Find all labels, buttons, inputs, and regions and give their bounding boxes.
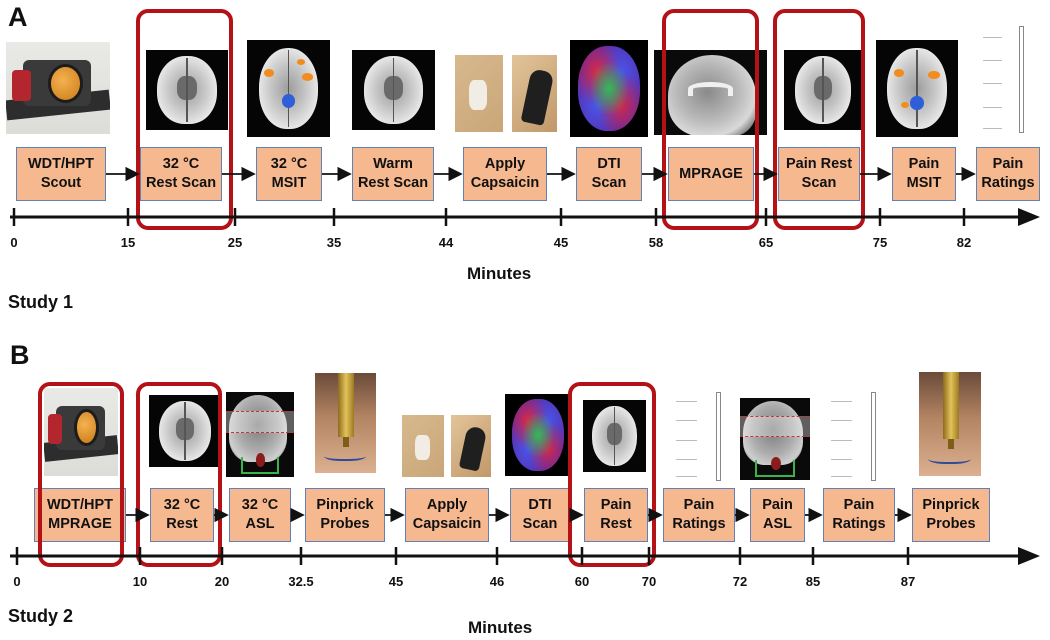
tick-label: 65 bbox=[758, 235, 774, 250]
axial-brain-image bbox=[149, 395, 221, 467]
tick-label: 20 bbox=[214, 574, 230, 589]
capsaicin-patch-photo bbox=[402, 415, 444, 477]
axial-brain-image bbox=[583, 400, 646, 472]
tick-label: 10 bbox=[132, 574, 148, 589]
step-32c-rest-scan: 32 °C Rest Scan bbox=[140, 147, 222, 201]
tick-label: 60 bbox=[574, 574, 590, 589]
step-32c-rest: 32 °C Rest bbox=[150, 488, 214, 542]
tick-label: 45 bbox=[388, 574, 404, 589]
timeline-arrowhead bbox=[1018, 547, 1040, 565]
pinprick-probe-photo bbox=[919, 372, 981, 476]
tick-label: 46 bbox=[489, 574, 505, 589]
tick-label: 85 bbox=[805, 574, 821, 589]
study-1-label: Study 1 bbox=[8, 292, 74, 312]
tick-label: 70 bbox=[641, 574, 657, 589]
step-pain-rest: Pain Rest bbox=[584, 488, 648, 542]
capsaicin-device-photo bbox=[512, 55, 557, 132]
sagittal-mprage-image bbox=[654, 50, 767, 135]
msit-activation-map bbox=[876, 40, 958, 137]
thermode-device-photo bbox=[44, 388, 118, 476]
highlight-wdt-hpt-mprage-box bbox=[38, 382, 124, 567]
step-pain-rest-scan: Pain Rest Scan bbox=[778, 147, 860, 201]
tick-label: 25 bbox=[227, 235, 243, 250]
pain-intensity-scale bbox=[668, 377, 738, 485]
highlight-rest-scan-box bbox=[136, 9, 233, 230]
tick-label: 82 bbox=[956, 235, 972, 250]
capsaicin-patch-photo bbox=[455, 55, 503, 132]
tick-label: 15 bbox=[120, 235, 136, 250]
step-32c-msit: 32 °C MSIT bbox=[256, 147, 322, 201]
axis-title-minutes: Minutes bbox=[467, 264, 532, 283]
step-mprage: MPRAGE bbox=[668, 147, 754, 201]
step-pain-msit: Pain MSIT bbox=[892, 147, 956, 201]
tick-label: 44 bbox=[438, 235, 454, 250]
tick-label: 35 bbox=[326, 235, 342, 250]
asl-labeling-image bbox=[226, 392, 294, 477]
axial-brain-image bbox=[352, 50, 435, 130]
axial-brain-image bbox=[146, 50, 228, 130]
step-apply-capsaicin: Apply Capsaicin bbox=[463, 147, 547, 201]
highlight-pain-rest-box bbox=[568, 382, 656, 567]
thermode-device-photo bbox=[6, 42, 110, 134]
step-wdt-hpt-scout: WDT/HPT Scout bbox=[16, 147, 106, 201]
msit-activation-map bbox=[247, 40, 330, 137]
pain-intensity-scale bbox=[823, 377, 893, 485]
step-wdt-hpt-mprage: WDT/HPT MPRAGE bbox=[34, 488, 126, 542]
step-apply-capsaicin: Apply Capsaicin bbox=[405, 488, 489, 542]
tick-label: 75 bbox=[872, 235, 888, 250]
highlight-pain-rest-scan-box bbox=[773, 9, 865, 230]
timeline-ticks bbox=[12, 208, 966, 226]
dti-color-map bbox=[570, 40, 648, 137]
dti-color-map bbox=[505, 394, 570, 476]
step-warm-rest-scan: Warm Rest Scan bbox=[352, 147, 434, 201]
axial-brain-image bbox=[784, 50, 862, 130]
step-pinprick-probes: Pinprick Probes bbox=[912, 488, 990, 542]
step-dti-scan: DTI Scan bbox=[510, 488, 570, 542]
step-dti-scan: DTI Scan bbox=[576, 147, 642, 201]
panel-b-letter: B bbox=[10, 340, 30, 370]
tick-label: 32.5 bbox=[288, 574, 314, 589]
tick-label: 72 bbox=[732, 574, 748, 589]
tick-label: 87 bbox=[900, 574, 916, 589]
timeline-ticks bbox=[15, 547, 910, 565]
tick-label: 0 bbox=[13, 574, 21, 589]
panel-a-letter: A bbox=[8, 2, 28, 32]
axis-title-minutes: Minutes bbox=[468, 618, 533, 637]
asl-labeling-image bbox=[740, 398, 810, 480]
capsaicin-device-photo bbox=[451, 415, 491, 477]
step-pain-asl: Pain ASL bbox=[750, 488, 805, 542]
step-pain-ratings: Pain Ratings bbox=[976, 147, 1040, 201]
timeline-arrowhead bbox=[1018, 208, 1040, 226]
tick-label: 45 bbox=[553, 235, 569, 250]
step-pain-ratings: Pain Ratings bbox=[663, 488, 735, 542]
highlight-32c-rest-box bbox=[136, 382, 222, 567]
highlight-mprage-box bbox=[662, 9, 759, 230]
tick-label: 58 bbox=[648, 235, 664, 250]
pinprick-probe-photo bbox=[315, 373, 376, 473]
study-2-label: Study 2 bbox=[8, 606, 74, 626]
step-pain-ratings: Pain Ratings bbox=[823, 488, 895, 542]
tick-label: 0 bbox=[10, 235, 18, 250]
pain-intensity-scale bbox=[975, 8, 1039, 138]
step-32c-asl: 32 °C ASL bbox=[229, 488, 291, 542]
step-pinprick-probes: Pinprick Probes bbox=[305, 488, 385, 542]
